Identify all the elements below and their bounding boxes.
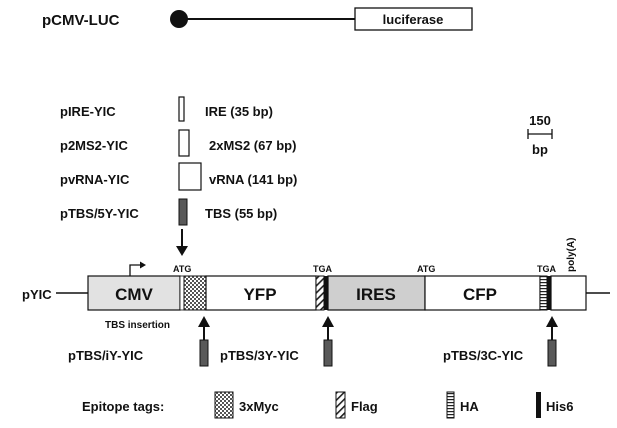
his-tag-segment-2 xyxy=(547,276,551,310)
legend-his-label: His6 xyxy=(546,399,573,414)
pcmv-luc-label: pCMV-LUC xyxy=(42,12,120,29)
luciferase-box xyxy=(354,7,473,31)
scale-value: 150 xyxy=(529,113,551,128)
luciferase-label: luciferase xyxy=(383,12,444,27)
cfp-segment xyxy=(424,275,541,311)
variant-tbs-block xyxy=(323,339,333,367)
ha-tag-segment xyxy=(539,275,548,311)
scale-unit: bp xyxy=(532,142,548,157)
tga-stop-label: TGA xyxy=(537,264,556,274)
construct-name: pYIC xyxy=(22,287,52,302)
flag-tag-segment xyxy=(315,275,325,311)
polya-label: poly(A) xyxy=(566,238,577,272)
insert-desc-label: TBS (55 bp) xyxy=(205,206,277,221)
variant-label: pTBS/3Y-YIC xyxy=(220,348,299,363)
legend-ha-swatch xyxy=(446,391,455,419)
tga-stop-label: TGA xyxy=(313,264,332,274)
transcription-start-arrowhead xyxy=(140,261,146,269)
ires-label: IRES xyxy=(356,285,396,304)
legend-ha-label: HA xyxy=(460,399,479,414)
polya-segment xyxy=(550,275,587,311)
ires-segment xyxy=(327,275,426,311)
insert-plasmid-label: pIRE-YIC xyxy=(60,104,116,119)
tbs-insertion-label: TBS insertion xyxy=(105,320,170,331)
insert-desc-label: IRE (35 bp) xyxy=(205,104,273,119)
insert-desc-label: 2xMS2 (67 bp) xyxy=(209,138,296,153)
yfp-label: YFP xyxy=(243,285,276,304)
tbs-insertion-site xyxy=(179,275,185,311)
insert-plasmid-label: p2MS2-YIC xyxy=(60,138,129,153)
yfp-segment xyxy=(205,275,317,311)
legend-myc-label: 3xMyc xyxy=(239,399,279,414)
legend-his-swatch xyxy=(536,392,541,418)
cmv-segment xyxy=(87,275,181,311)
atg-start-label: ATG xyxy=(417,264,435,274)
his-tag-segment-1 xyxy=(324,276,328,310)
legend-myc-swatch xyxy=(214,391,234,419)
transcription-start-arrow xyxy=(129,264,140,276)
tbs-down-arrowhead xyxy=(176,246,188,256)
scale-bar xyxy=(527,129,553,139)
variant-label: pTBS/iY-YIC xyxy=(68,348,144,363)
ms2-box xyxy=(178,129,190,157)
cfp-label: CFP xyxy=(463,285,497,304)
atg-start-label: ATG xyxy=(173,264,191,274)
insert-plasmid-label: pTBS/5Y-YIC xyxy=(60,206,139,221)
variant-tbs-block xyxy=(547,339,557,367)
legend-flag-swatch xyxy=(335,391,346,419)
cmv-label: CMV xyxy=(115,285,153,304)
ire-box xyxy=(178,96,185,122)
vrna-box xyxy=(178,162,202,191)
legend-title: Epitope tags: xyxy=(82,399,164,414)
insert-plasmid-label: pvRNA-YIC xyxy=(60,172,130,187)
variant-tbs-block xyxy=(199,339,209,367)
tbs-box xyxy=(178,198,188,226)
myc-tag-segment xyxy=(183,275,207,311)
insert-desc-label: vRNA (141 bp) xyxy=(209,172,297,187)
variant-label: pTBS/3C-YIC xyxy=(443,348,524,363)
legend-flag-label: Flag xyxy=(351,399,378,414)
